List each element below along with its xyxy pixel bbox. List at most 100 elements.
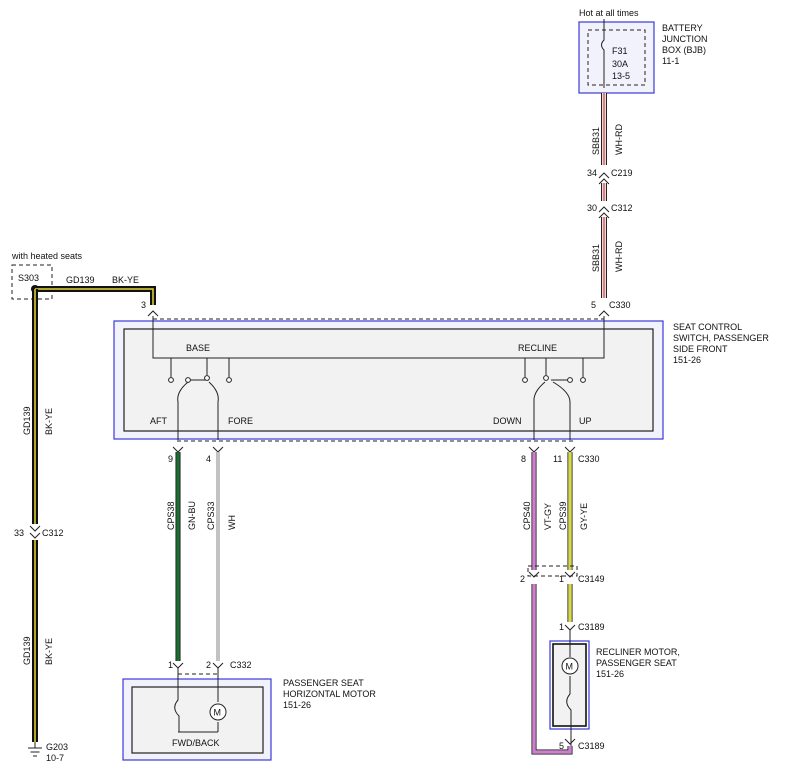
fuse-icon [601, 19, 605, 88]
wire-circuit-label: CPS39 [558, 501, 568, 530]
connector-icon [528, 571, 576, 578]
pin-label: 8 [521, 454, 526, 464]
switch-internal-wiring [152, 316, 605, 381]
aft-label: AFT [150, 416, 168, 426]
wire-color-label: BK-YE [112, 275, 139, 285]
connector-label: C312 [42, 528, 64, 538]
motor-page: 151-26 [283, 700, 311, 710]
wire-color-label: BK-YE [44, 408, 54, 435]
wire-color-label: BK-YE [44, 638, 54, 665]
battery-junction-box: Hot at all times F31 30A 13-5 BATTERY JU… [578, 8, 708, 94]
pin-label: 11 [553, 454, 562, 464]
wire-circuit-label: GD139 [22, 406, 32, 435]
fuse-rating: 30A [612, 59, 628, 69]
switch-name-3: SIDE FRONT [673, 344, 728, 354]
switch-blade-icon [552, 381, 571, 440]
motor-icon [561, 657, 579, 675]
pin-label: 9 [168, 454, 173, 464]
up-label: UP [579, 416, 592, 426]
ground-label: G203 [46, 742, 68, 752]
switch-blade-icon [533, 381, 546, 440]
connector-label: C330 [609, 300, 631, 310]
connector-icon [598, 172, 610, 185]
connector-icon [172, 446, 576, 453]
bjb-name-1: BATTERY [662, 23, 703, 33]
fuse-ref: 13-5 [612, 71, 630, 81]
wire-cps40: CPS40 VT-GY [522, 452, 573, 755]
wire-color-label: VT-GY [543, 503, 553, 530]
wire-circuit-label: SBB31 [591, 127, 601, 155]
hot-at-all-times-label: Hot at all times [579, 8, 639, 18]
motor-icon [209, 703, 227, 721]
motor-label: M [214, 708, 222, 718]
connector-icon [598, 310, 610, 317]
connector-icon [147, 310, 159, 317]
wire-gd139-ground: GD139 BK-YE 33 C312 GD139 BK-YE G203 10-… [14, 289, 68, 763]
wire-sbb31: SBB31 WH-RD 34 C219 30 C312 SBB31 WH-RD … [587, 93, 633, 317]
seat-control-switch: SEAT CONTROL SWITCH, PASSENGER SIDE FRON… [113, 316, 769, 464]
motor-name-1: PASSENGER SEAT [283, 678, 364, 688]
connector-label: C3189 [578, 622, 605, 632]
fuse-name: F31 [612, 46, 628, 56]
wire-circuit-label: CPS38 [166, 501, 176, 530]
ground-icon [28, 742, 42, 757]
switch-name-2: SWITCH, PASSENGER [673, 333, 769, 343]
wire-color-label: GY-YE [579, 503, 589, 530]
wire-cps38: CPS38 GN-BU [166, 452, 197, 661]
wire-circuit-label: GD139 [22, 636, 32, 665]
connector-label: C219 [611, 168, 633, 178]
switch-blade-icon [177, 381, 189, 440]
connector-icon [564, 624, 576, 631]
pin-label: 2 [520, 574, 525, 584]
connector-label: C332 [230, 660, 252, 670]
connector-label: C3149 [578, 574, 605, 584]
pin-label: 5 [591, 300, 596, 310]
recline-label: RECLINE [518, 343, 557, 353]
connector-icon [564, 738, 576, 745]
down-label: DOWN [493, 416, 522, 426]
base-label: BASE [186, 343, 210, 353]
motor-page: 151-26 [596, 669, 624, 679]
pin-label: 1 [559, 574, 564, 584]
connector-label: C312 [611, 203, 633, 213]
connector-icon [598, 206, 610, 219]
pin-label: 4 [206, 454, 211, 464]
connector-c3149: 2 1 C3149 [520, 565, 605, 584]
splice-note: with heated seats [11, 251, 83, 261]
wire-cps33: CPS33 WH [206, 452, 237, 661]
switch-page: 151-26 [673, 355, 701, 365]
wire-circuit-label: SBB31 [591, 244, 601, 272]
horizontal-motor: 1 2 C332 M FWD/BACK PASSENGER SEAT HORIZ… [122, 660, 376, 761]
motor-function-label: FWD/BACK [172, 738, 220, 748]
pin-label: 34 [587, 168, 597, 178]
bjb-name-2: JUNCTION [662, 34, 708, 44]
wire-circuit-label: GD139 [66, 275, 95, 285]
connector-icon [29, 525, 41, 539]
pin-label: 1 [559, 622, 564, 632]
switch-blade-icon [208, 381, 219, 440]
motor-name-1: RECLINER MOTOR, [596, 647, 680, 657]
pin-label: 1 [168, 660, 173, 670]
motor-name-2: PASSENGER SEAT [596, 658, 677, 668]
wire-cps39: CPS39 GY-YE [558, 452, 589, 622]
wire-color-label: WH [227, 515, 237, 530]
switch-name-1: SEAT CONTROL [673, 322, 742, 332]
wire-color-label: GN-BU [187, 501, 197, 530]
bjb-page: 11-1 [662, 56, 679, 66]
motor-name-2: HORIZONTAL MOTOR [283, 689, 376, 699]
splice-name: S303 [18, 273, 39, 283]
motor-label: M [566, 662, 574, 672]
pin-label: 2 [206, 660, 211, 670]
recliner-motor: 1 C3189 M 5 C3189 RECLINER MOTOR, PASSEN… [549, 622, 680, 751]
pin-label: 30 [587, 203, 597, 213]
wire-color-label: WH-RD [614, 124, 624, 155]
connector-label: C3189 [578, 741, 605, 751]
ground-page: 10-7 [46, 753, 64, 763]
wire-circuit-label: CPS40 [522, 501, 532, 530]
pin-label: 33 [14, 528, 24, 538]
wire-color-label: WH-RD [614, 241, 624, 272]
pin-label: 5 [559, 741, 564, 751]
connector-label: C330 [578, 454, 600, 464]
wire-circuit-label: CPS33 [206, 501, 216, 530]
